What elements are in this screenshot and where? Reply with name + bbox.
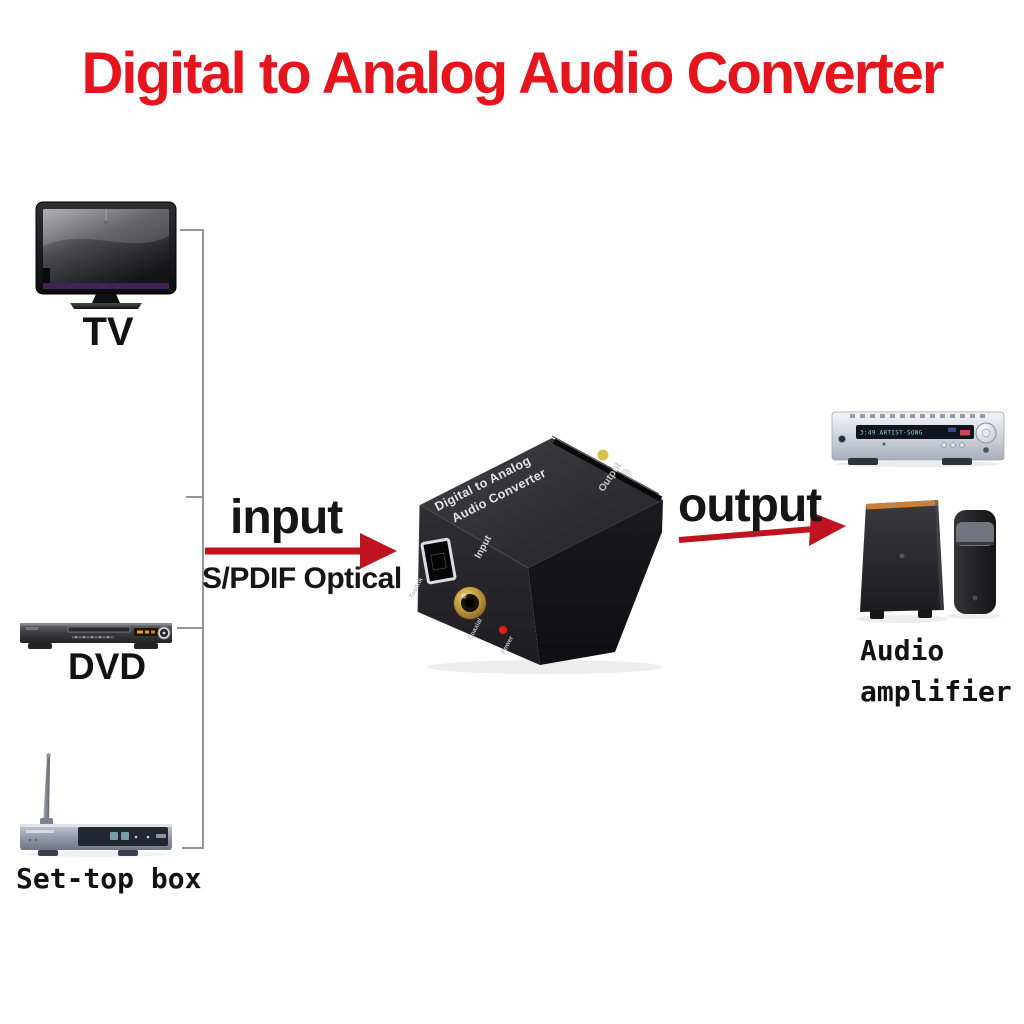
- set-top-box-label: Set-top box: [16, 862, 202, 895]
- coaxial-port-icon: [453, 586, 487, 620]
- amplifier-receiver-icon: 3:49 ARTIST-SONG: [831, 411, 1005, 467]
- gray-wire-lines: [177, 229, 204, 849]
- audio-amplifier-label-line1: Audio: [860, 634, 945, 667]
- tv-icon: [35, 201, 177, 309]
- page-title: Digital to Analog Audio Converter: [81, 41, 945, 106]
- converter-box-image: Digital to Analog Audio Converter Input …: [408, 435, 663, 674]
- output-label: output: [678, 479, 822, 532]
- audio-amplifier-label: Audio amplifier: [860, 630, 1012, 712]
- power-led-icon: [498, 625, 508, 635]
- set-top-box-icon: [20, 753, 172, 857]
- speakers-icon: [856, 500, 1001, 623]
- audio-amplifier-label-line2: amplifier: [860, 675, 1012, 708]
- dvd-player-icon: [20, 623, 172, 649]
- input-label: input: [230, 491, 343, 544]
- spdif-optical-label: S/PDIF Optical: [202, 562, 402, 595]
- toslink-port-icon: [420, 537, 457, 585]
- tv-label: TV: [82, 310, 134, 354]
- dvd-label: DVD: [68, 646, 147, 687]
- amplifier-display-text: 3:49 ARTIST-SONG: [860, 430, 923, 437]
